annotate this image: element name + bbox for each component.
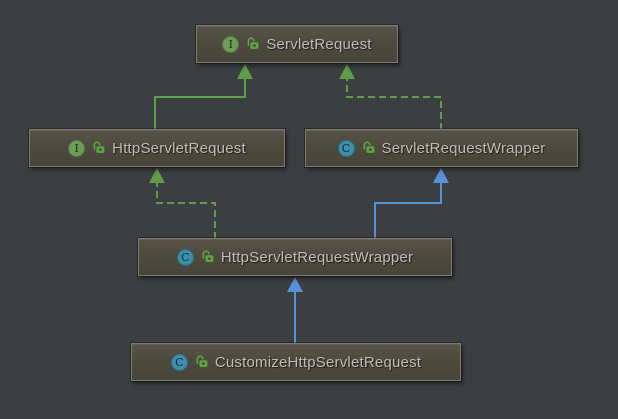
unlocked-padlock-icon: [93, 141, 105, 153]
interface-icon: I: [222, 35, 240, 53]
class-node-servlet-request[interactable]: I ServletRequest: [196, 25, 398, 63]
class-node-http-servlet-request[interactable]: I HttpServletRequest: [29, 129, 285, 167]
edge-extends-customizehttpservletrequest-to-httpservletrequestwrapper[interactable]: [287, 277, 303, 344]
unlocked-padlock-icon: [202, 250, 214, 262]
unlocked-padlock-icon: [196, 355, 208, 367]
arrowhead-icon: [339, 64, 355, 79]
class-node-label: CustomizeHttpServletRequest: [214, 353, 422, 371]
unlocked-padlock-icon: [363, 141, 374, 153]
interface-icon: I: [68, 139, 86, 157]
arrowhead-icon: [287, 277, 303, 292]
class-node-label: ServletRequest: [266, 35, 372, 53]
class-node-servlet-request-wrapper[interactable]: C ServletRequestWrapper: [305, 129, 578, 167]
edge-implements-httpservletrequestwrapper-to-httpservletrequest[interactable]: [149, 168, 216, 239]
arrowhead-icon: [433, 168, 449, 183]
edge-extends-httpservletrequestwrapper-to-servletrequestwrapper[interactable]: [374, 168, 449, 239]
class-node-label: ServletRequestWrapper: [381, 139, 546, 157]
arrowhead-icon: [237, 64, 253, 79]
class-node-label: HttpServletRequest: [112, 139, 246, 157]
class-icon: C: [170, 353, 188, 371]
edge-implements-servletrequestwrapper-to-servletrequest[interactable]: [339, 64, 442, 130]
class-node-label: HttpServletRequestWrapper: [220, 248, 414, 266]
class-icon: C: [176, 248, 194, 266]
unlocked-padlock-icon: [247, 37, 259, 49]
arrowhead-icon: [149, 168, 165, 183]
class-node-customize-http-servlet-request[interactable]: C CustomizeHttpServletRequest: [131, 343, 461, 381]
class-icon: C: [337, 139, 355, 157]
edge-extends-httpservletrequest-to-servletrequest[interactable]: [154, 64, 253, 130]
class-node-http-servlet-request-wrapper[interactable]: C HttpServletRequestWrapper: [138, 238, 452, 276]
